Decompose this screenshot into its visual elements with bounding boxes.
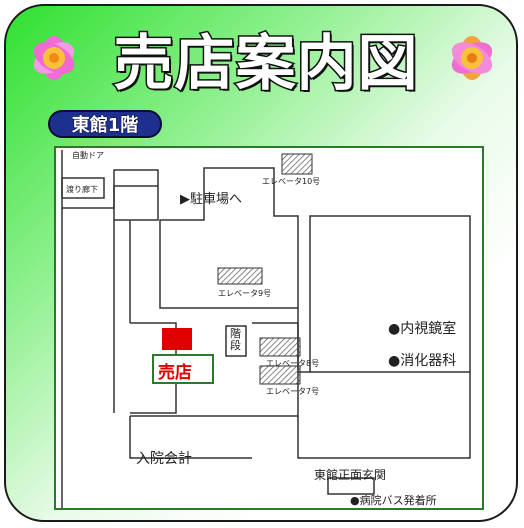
entrance-label: 東館正面玄関 [314,468,387,482]
bus-label: ●病院バス発着所 [350,494,437,507]
elevator10-label: エレベータ10号 [262,177,321,186]
elevator9-label: エレベータ9号 [218,289,272,298]
flower-icon [33,36,75,80]
elevator8-label: エレベータ8号 [266,359,320,368]
elevator7-label: エレベータ7号 [266,387,320,396]
auto-door-label: 自動ドア [72,151,104,160]
store-marker [162,328,192,350]
stairs-label: 階段 [230,327,241,352]
admission-label: 入院会計 [136,451,192,467]
floor-badge: 東館1階 [48,110,162,138]
corridor-label: 渡り廊下 [66,185,98,194]
parking-label: ▶駐車場へ [180,192,242,207]
digestive-label: ●消化器科 [388,353,457,369]
store-label: 売店 [158,363,192,383]
page-title: 売店案内図 [112,27,419,100]
floor-map: 自動ドア 渡り廊下 ▶駐車場へ エレベータ10号 エレベータ9号 階段 エレベー… [54,146,484,510]
endoscopy-label: ●内視鏡室 [388,321,457,337]
flower-icon [451,36,493,80]
store-label-box: 売店 [152,354,214,384]
floor-plan-lines [61,150,471,508]
guide-card: 売店案内図 東館1階 [4,4,518,522]
